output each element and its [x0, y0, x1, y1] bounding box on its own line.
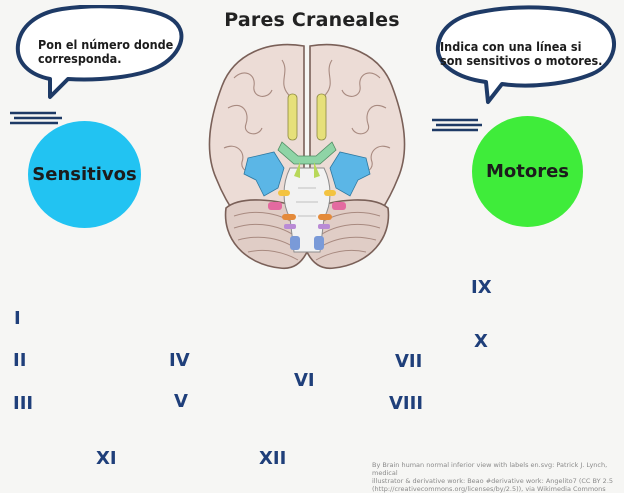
numeral-xii[interactable]: XII — [259, 448, 287, 469]
numeral-iii[interactable]: III — [13, 393, 34, 414]
right-speech-bubble — [432, 5, 616, 132]
numeral-vi[interactable]: VI — [294, 370, 315, 391]
sensitivos-circle[interactable]: Sensitivos — [28, 121, 141, 228]
trigeminal-nerve-left — [243, 151, 285, 197]
motores-label: Motores — [485, 161, 570, 182]
numeral-viii[interactable]: VIII — [389, 393, 424, 414]
left-speech-bubble — [10, 5, 184, 125]
numeral-ix[interactable]: IX — [471, 277, 492, 298]
right-bubble-text: Indica con una línea si son sensitivos o… — [440, 40, 602, 68]
right-bubble-line1: Indica con una línea si — [440, 39, 582, 54]
motores-circle[interactable]: Motores — [472, 116, 583, 227]
trigeminal-nerve-right — [329, 151, 371, 197]
left-bubble-text: Pon el número donde corresponda. — [38, 38, 173, 66]
right-bubble-line2: son sensitivos o motores. — [440, 53, 603, 68]
page-title: Pares Craneales — [224, 9, 400, 31]
numeral-i[interactable]: I — [14, 308, 21, 329]
image-credit: By Brain human normal inferior view with… — [372, 461, 622, 493]
numeral-vii[interactable]: VII — [395, 351, 423, 372]
sensitivos-label: Sensitivos — [32, 164, 137, 185]
numeral-v[interactable]: V — [174, 391, 188, 412]
brainstem — [283, 167, 331, 253]
numeral-xi[interactable]: XI — [96, 448, 117, 469]
credit-line2: illustrator & derivative work: Beao #der… — [372, 477, 614, 485]
credit-line3: (http://creativecommons.org/licenses/by/… — [372, 485, 606, 493]
numeral-ii[interactable]: II — [13, 350, 27, 371]
numeral-iv[interactable]: IV — [169, 350, 190, 371]
olfactory-nerve — [287, 93, 298, 141]
brain-illustration — [208, 43, 406, 270]
credit-line1: By Brain human normal inferior view with… — [372, 461, 608, 477]
left-bubble-line2: corresponda. — [38, 51, 122, 66]
left-bubble-line1: Pon el número donde — [38, 37, 174, 52]
numeral-x[interactable]: X — [474, 331, 488, 352]
optic-nerve — [277, 141, 337, 165]
